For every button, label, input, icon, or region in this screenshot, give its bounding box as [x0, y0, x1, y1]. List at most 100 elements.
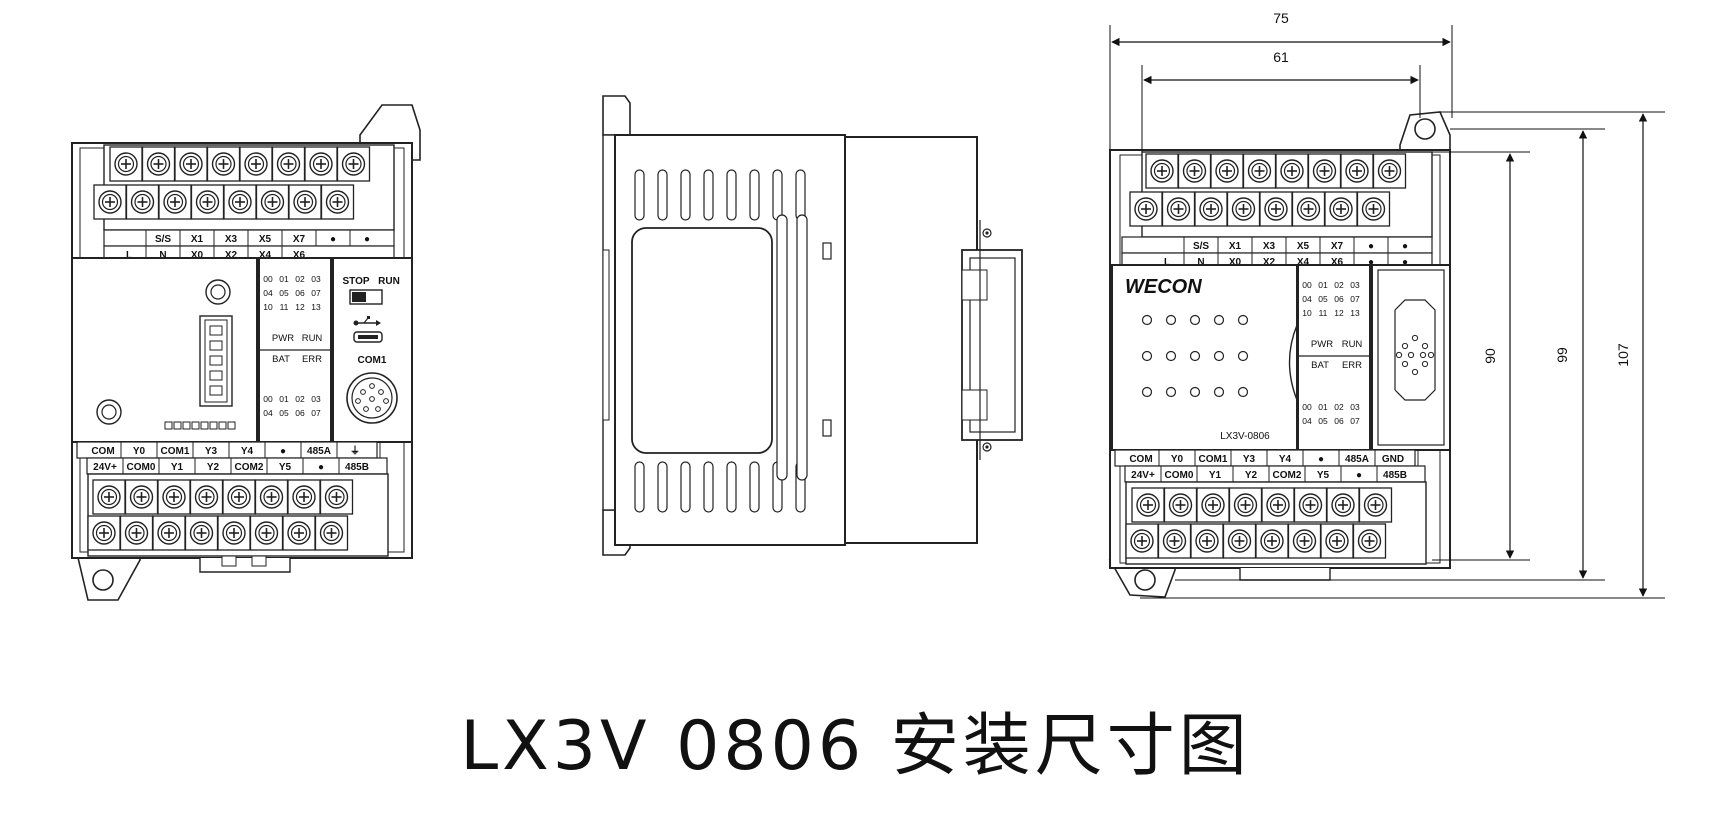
terminal-screw-icon[interactable] — [1341, 154, 1373, 188]
terminal-label: 485B — [345, 462, 369, 473]
terminal-screw-icon[interactable] — [175, 147, 207, 181]
terminal-label: ● — [1402, 241, 1408, 252]
terminal-label: Y0 — [1171, 454, 1184, 465]
terminal-screw-icon[interactable] — [1325, 192, 1357, 226]
led-label: 02 — [1334, 402, 1344, 412]
terminal-screw-icon[interactable] — [1197, 488, 1229, 522]
terminal-screw-icon[interactable] — [1159, 524, 1191, 558]
terminal-screw-icon[interactable] — [316, 516, 348, 550]
terminal-screw-icon[interactable] — [288, 480, 320, 514]
terminal-screw-icon[interactable] — [1165, 488, 1197, 522]
terminal-screw-icon[interactable] — [1224, 524, 1256, 558]
terminal-screw-icon[interactable] — [126, 480, 158, 514]
terminal-screw-icon[interactable] — [1230, 488, 1262, 522]
terminal-screws-row — [110, 147, 370, 181]
terminal-screw-icon[interactable] — [218, 516, 250, 550]
vent-slot — [749, 169, 760, 221]
terminal-screw-icon[interactable] — [1289, 524, 1321, 558]
terminal-label: COM0 — [1165, 470, 1194, 481]
terminal-screw-icon[interactable] — [283, 516, 315, 550]
terminal-screw-icon[interactable] — [192, 185, 224, 219]
terminal-screw-icon[interactable] — [121, 516, 153, 550]
terminal-screw-icon[interactable] — [1130, 192, 1162, 226]
run-label: RUN — [378, 276, 400, 287]
terminal-screw-icon[interactable] — [1256, 524, 1288, 558]
terminal-screw-icon[interactable] — [127, 185, 159, 219]
terminal-screw-icon[interactable] — [1295, 488, 1327, 522]
terminal-screw-icon[interactable] — [224, 185, 256, 219]
terminal-screw-icon[interactable] — [1191, 524, 1223, 558]
terminal-screw-icon[interactable] — [208, 147, 240, 181]
terminal-screw-icon[interactable] — [1163, 192, 1195, 226]
terminal-screw-icon[interactable] — [94, 185, 126, 219]
terminal-screw-icon[interactable] — [1195, 192, 1227, 226]
terminal-screw-icon[interactable] — [1354, 524, 1386, 558]
terminal-screw-icon[interactable] — [153, 516, 185, 550]
terminal-screw-icon[interactable] — [1321, 524, 1353, 558]
terminal-screw-icon[interactable] — [273, 147, 305, 181]
led-label: 03 — [1350, 280, 1360, 290]
terminal-screw-icon[interactable] — [1179, 154, 1211, 188]
vent-slot — [680, 461, 691, 513]
terminal-screw-icon[interactable] — [1132, 488, 1164, 522]
terminal-screw-icon[interactable] — [240, 147, 272, 181]
led-label: 01 — [279, 274, 289, 284]
terminal-screw-icon[interactable] — [93, 480, 125, 514]
terminal-screw-icon[interactable] — [88, 516, 120, 550]
terminal-screw-icon[interactable] — [256, 480, 288, 514]
terminal-screw-icon[interactable] — [1360, 488, 1392, 522]
terminal-screw-icon[interactable] — [1244, 154, 1276, 188]
terminal-screw-icon[interactable] — [1309, 154, 1341, 188]
terminal-screw-icon[interactable] — [1126, 524, 1158, 558]
terminal-screw-icon[interactable] — [110, 147, 142, 181]
terminal-screw-icon[interactable] — [1327, 488, 1359, 522]
terminal-screw-icon[interactable] — [158, 480, 190, 514]
led-label: 01 — [1318, 280, 1328, 290]
terminal-label: COM — [1129, 454, 1152, 465]
terminal-screw-icon[interactable] — [223, 480, 255, 514]
terminal-label: 24V+ — [93, 462, 117, 473]
indicator-square — [218, 421, 227, 430]
terminal-label: N — [1197, 257, 1204, 268]
terminal-label: X0 — [1229, 257, 1242, 268]
terminal-label: X1 — [191, 234, 204, 245]
terminal-screw-icon[interactable] — [305, 147, 337, 181]
mounting-hole-icon — [1414, 118, 1436, 140]
terminal-screw-icon[interactable] — [186, 516, 218, 550]
terminal-label: X5 — [259, 234, 272, 245]
terminal-screw-icon[interactable] — [1228, 192, 1260, 226]
terminal-label: ● — [1318, 454, 1324, 465]
terminal-screw-icon[interactable] — [1260, 192, 1292, 226]
terminal-screw-icon[interactable] — [1262, 488, 1294, 522]
terminal-screw-icon[interactable] — [289, 185, 321, 219]
terminal-label: Y1 — [1209, 470, 1222, 481]
terminal-screw-icon[interactable] — [1358, 192, 1390, 226]
com1-label: COM1 — [358, 355, 387, 366]
terminal-screw-icon[interactable] — [321, 480, 353, 514]
terminal-screw-icon[interactable] — [322, 185, 354, 219]
terminal-screw-icon[interactable] — [257, 185, 289, 219]
terminal-screw-icon[interactable] — [159, 185, 191, 219]
terminal-screw-icon[interactable] — [143, 147, 175, 181]
terminal-screw-icon[interactable] — [338, 147, 370, 181]
led-label: RUN — [302, 333, 323, 344]
terminal-label: Y4 — [1279, 454, 1292, 465]
terminal-label: X7 — [1331, 241, 1344, 252]
terminal-screw-icon[interactable] — [1276, 154, 1308, 188]
terminal-screw-icon[interactable] — [1293, 192, 1325, 226]
terminal-label: COM2 — [235, 462, 264, 473]
led-panel — [1297, 264, 1371, 451]
terminal-label: X2 — [1263, 257, 1276, 268]
terminal-label: Y2 — [207, 462, 220, 473]
terminal-screw-icon[interactable] — [191, 480, 223, 514]
terminal-screw-icon[interactable] — [1146, 154, 1178, 188]
terminal-screw-icon[interactable] — [251, 516, 283, 550]
drawing-caption: LX3V 0806 安装尺寸图 — [460, 707, 1251, 786]
terminal-screw-icon[interactable] — [1374, 154, 1406, 188]
terminal-screw-icon[interactable] — [1211, 154, 1243, 188]
